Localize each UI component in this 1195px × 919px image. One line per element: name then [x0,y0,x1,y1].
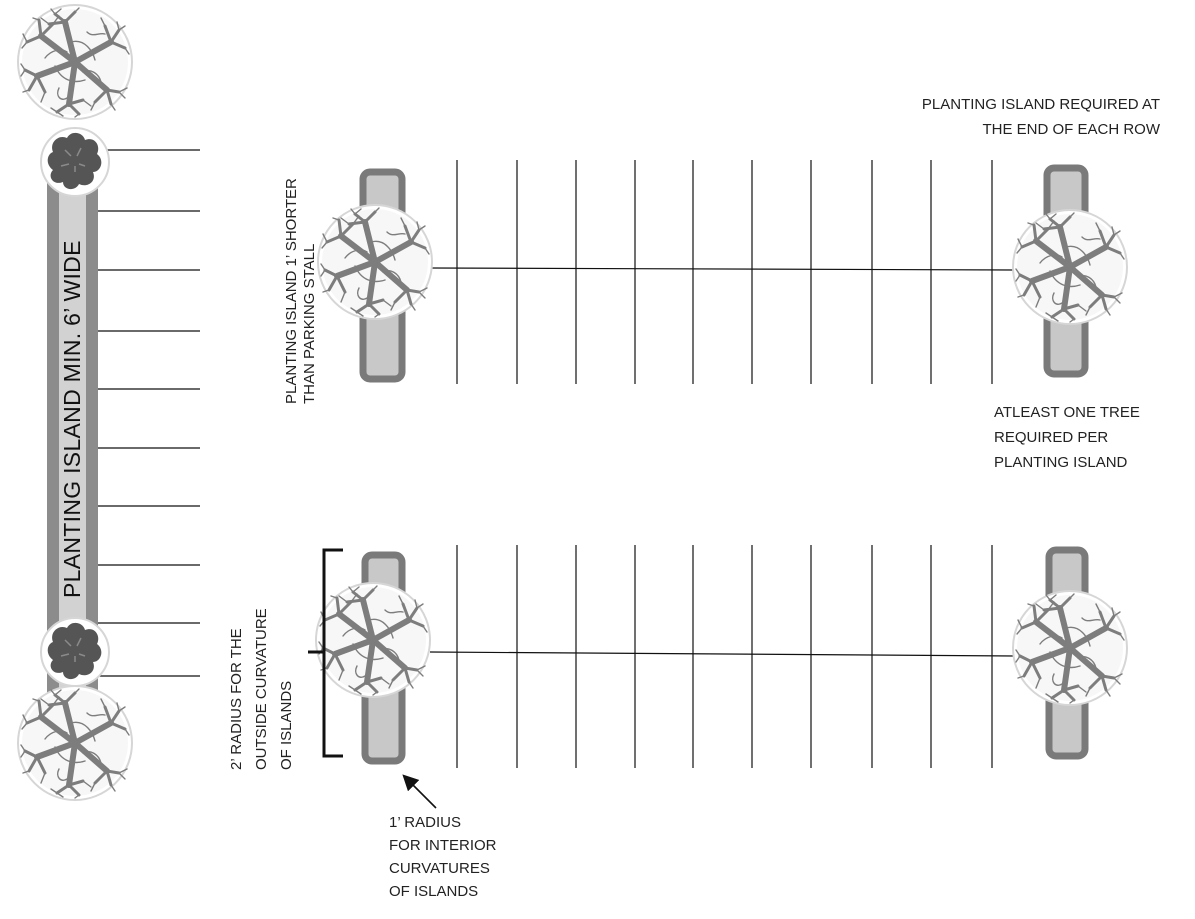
shorter-note-line-2: THAN PARKING STALL [301,244,318,404]
interior-radius-note-line-3: CURVATURES [389,860,490,877]
tree-canopy-icon [18,5,132,119]
outside-radius-bracket [308,548,343,758]
shrub-icon [40,617,110,687]
end-row-note: PLANTING ISLAND REQUIRED AT THE END OF E… [922,96,1161,138]
tree-canopy-icon [1013,591,1127,705]
tree-note-line-2: REQUIRED PER [994,429,1108,446]
interior-radius-note-line-4: OF ISLANDS [389,883,478,900]
outside-radius-note-line-3: OF ISLANDS [278,681,295,770]
shorter-note-line-1: PLANTING ISLAND 1’ SHORTER [283,178,300,404]
shorter-island-note: PLANTING ISLAND 1’ SHORTER THAN PARKING … [283,178,318,404]
interior-radius-note-line-1: 1’ RADIUS [389,814,461,831]
shrub-icon [40,127,110,197]
end-row-note-line-2: THE END OF EACH ROW [982,121,1160,138]
tree-canopy-icon [318,205,432,319]
perimeter-stall-lines [98,149,200,677]
outside-radius-note-line-2: OUTSIDE CURVATURE [253,608,270,770]
tree-canopy-icon [1013,210,1127,324]
outside-radius-note-line-1: 2’ RADIUS FOR THE [228,628,245,770]
end-row-note-line-1: PLANTING ISLAND REQUIRED AT [922,96,1160,113]
perimeter-island-label: PLANTING ISLAND MIN. 6’ WIDE [59,240,85,598]
tree-note-line-1: ATLEAST ONE TREE [994,404,1140,421]
interior-radius-note: 1’ RADIUS FOR INTERIOR CURVATURES OF ISL… [389,814,497,900]
tree-requirement-note: ATLEAST ONE TREE REQUIRED PER PLANTING I… [994,404,1140,471]
interior-radius-note-line-2: FOR INTERIOR [389,837,497,854]
tree-note-line-3: PLANTING ISLAND [994,454,1128,471]
bottom-row-stall-lines [429,545,1016,768]
top-row-stall-lines [429,160,1016,384]
outside-radius-note: 2’ RADIUS FOR THE OUTSIDE CURVATURE OF I… [228,608,295,770]
arrow-icon [402,774,437,809]
tree-canopy-icon [18,686,132,800]
tree-canopy-icon [316,583,430,697]
